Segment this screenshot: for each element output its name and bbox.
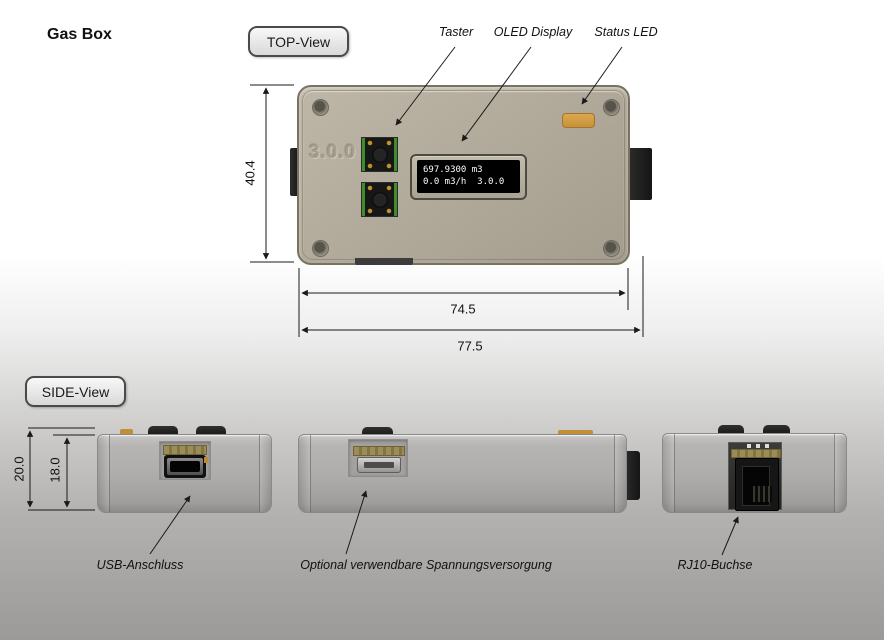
pcb-edge <box>731 449 781 458</box>
dimension-height: 40.4 <box>242 160 258 186</box>
rj10-opening <box>742 466 772 506</box>
bottom-edge-connector <box>355 258 413 265</box>
power-port-slot <box>364 462 394 468</box>
oled-screen: 697.9300 m3 0.0 m3/h 3.0.0 <box>417 160 520 193</box>
status-led <box>562 113 595 128</box>
gasbox-top-view: 3.0.0 697.9300 m3 0.0 m3/h 3.0.0 <box>297 85 630 265</box>
led-side-sliver <box>120 429 133 436</box>
dimension-width-inner: 74.5 <box>450 301 476 317</box>
side-view-button[interactable]: SIDE-View <box>25 376 126 407</box>
push-button-lower[interactable] <box>362 183 397 216</box>
rj10-recess <box>728 442 782 511</box>
corner-screw-icon <box>312 99 329 116</box>
end-cap <box>259 435 271 512</box>
callout-label-usb: USB-Anschluss <box>96 558 184 572</box>
callout-label-oled-display: OLED Display <box>493 25 573 39</box>
end-cap <box>614 435 626 512</box>
usb-orange-mark <box>204 457 208 463</box>
power-port-recess <box>348 439 408 477</box>
callout-label-taster: Taster <box>438 25 474 39</box>
pcb-edge <box>163 445 207 455</box>
arrow-rj10 <box>721 516 739 556</box>
usb-opening <box>170 461 200 472</box>
led-side-sliver <box>558 430 593 437</box>
end-cap <box>299 435 311 512</box>
dimension-width-outer: 77.5 <box>457 338 483 354</box>
embossed-version-text: 3.0.0 <box>309 142 357 163</box>
usb-port <box>164 455 206 478</box>
end-cap <box>834 434 846 512</box>
side-edge-connector <box>623 451 640 500</box>
rj10-pins <box>753 486 772 502</box>
oled-line-1: 697.9300 m3 <box>423 165 483 175</box>
end-cap <box>663 434 675 512</box>
right-edge-connector <box>626 148 652 200</box>
dimension-side-height-inner: 18.0 <box>47 457 63 483</box>
corner-screw-icon <box>312 240 329 257</box>
corner-screw-icon <box>603 240 620 257</box>
callout-label-power: Optional verwendbare Spannungsversorgung <box>300 558 552 572</box>
callout-label-rj10: RJ10-Buchse <box>677 558 753 572</box>
pcb-edge <box>353 446 405 456</box>
pcb-marks <box>747 444 771 448</box>
oled-line-2: 0.0 m3/h 3.0.0 <box>423 177 505 187</box>
callout-label-status-led: Status LED <box>594 25 658 39</box>
left-edge-connector <box>290 148 300 196</box>
usb-port-recess <box>159 441 211 480</box>
push-button-upper[interactable] <box>362 138 397 171</box>
rj10-socket <box>735 458 779 511</box>
page-title: Gas Box <box>47 26 112 43</box>
usb-rim <box>167 458 203 475</box>
dimension-side-height-outer: 20.0 <box>11 456 27 482</box>
end-cap <box>98 435 110 512</box>
button-cap-side <box>362 427 393 438</box>
corner-screw-icon <box>603 99 620 116</box>
power-port <box>357 457 401 473</box>
top-view-button[interactable]: TOP-View <box>248 26 349 57</box>
oled-display: 697.9300 m3 0.0 m3/h 3.0.0 <box>410 154 527 200</box>
